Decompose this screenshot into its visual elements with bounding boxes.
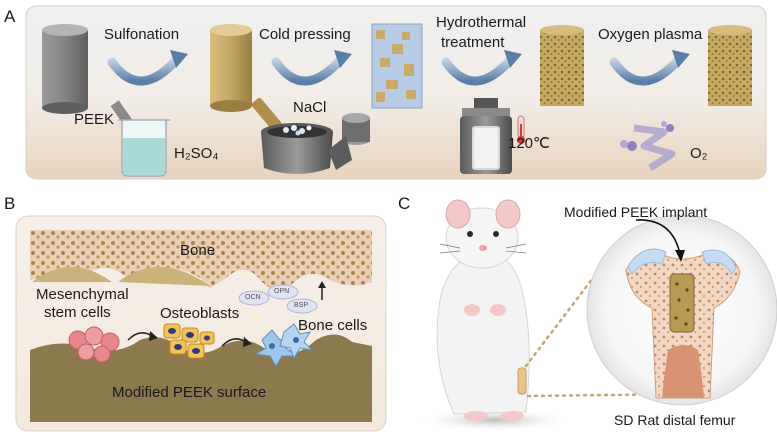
marker-bsp-bubble [286, 298, 318, 314]
thermometer-icon [517, 115, 525, 144]
label-sd-rat-distal-femur: SD Rat distal femur [614, 412, 736, 428]
marker-opn: OPN [274, 288, 290, 295]
label-stem-cells: stem cells [44, 304, 111, 321]
nacl-peek-composite [371, 23, 423, 109]
label-mesenchymal: Mesenchymal [36, 286, 129, 303]
marker-ocn-bubble [238, 290, 270, 306]
peek-implant [669, 273, 695, 333]
arrow-osteoblast-to-bone-cell [221, 337, 252, 347]
panel-b-label: B [4, 194, 16, 213]
step-sulfonation: Sulfonation [104, 26, 180, 43]
process-arrow-3 [441, 50, 522, 86]
plasma-icon [620, 121, 676, 171]
label-osteoblasts: Osteoblasts [160, 305, 240, 322]
label-temperature: 120℃ [508, 135, 550, 152]
process-arrow-2 [271, 50, 352, 86]
step-hydrothermal: Hydrothermal [436, 14, 527, 31]
stem-cell-cluster [68, 326, 120, 363]
rat-illustration [436, 199, 530, 421]
step-treatment: treatment [441, 34, 505, 51]
process-arrow-1 [107, 50, 188, 86]
bone-layer [30, 230, 372, 290]
label-peek: PEEK [74, 111, 115, 128]
peek-cylinder [42, 24, 88, 114]
process-arrow-4 [609, 50, 690, 86]
sulfonated-cylinder [210, 24, 252, 112]
acid-beaker-icon [110, 100, 170, 177]
label-modified-peek-implant: Modified PEEK implant [564, 204, 708, 220]
label-h2so4: H₂SO₄ [174, 145, 219, 162]
panel-a-graphic [25, 5, 767, 180]
label-modified-peek-surface: Modified PEEK surface [112, 384, 267, 401]
implant-pointer-arrow [635, 219, 685, 262]
connector-upper [524, 272, 598, 368]
marker-ocn: OCN [245, 294, 261, 301]
marker-opn-bubble [267, 284, 299, 300]
label-nacl: NaCl [293, 99, 327, 116]
arrow-msc-to-osteoblast [127, 331, 158, 341]
bone-cell-cluster [254, 323, 314, 367]
step-cold-pressing: Cold pressing [259, 26, 351, 43]
label-bone: Bone [180, 242, 216, 259]
porous-cylinder-2 [708, 25, 752, 106]
label-o2: O₂ [690, 145, 708, 162]
panel-a-label: A [4, 7, 16, 26]
step-oxygen-plasma: Oxygen plasma [598, 26, 703, 43]
panel-b-graphic [15, 215, 387, 432]
panel-c-graphic [415, 199, 777, 432]
osteoblast-cluster [163, 323, 215, 359]
label-bone-cells: Bone cells [298, 317, 368, 334]
autoclave-icon [460, 98, 512, 174]
marker-bsp: BSP [294, 302, 309, 309]
mortar-pestle-icon [251, 98, 370, 174]
bone-mound-1 [32, 267, 112, 282]
bone-mound-2 [118, 266, 210, 286]
porous-cylinder-1 [540, 25, 584, 106]
upward-arrow-icon [318, 281, 326, 300]
panel-c-label: C [398, 194, 411, 213]
